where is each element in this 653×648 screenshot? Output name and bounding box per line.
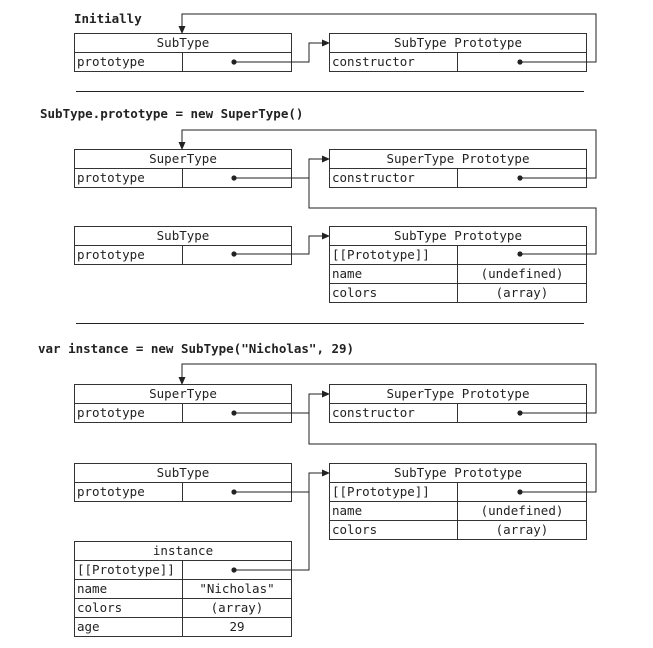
property-value: "Nicholas" (199, 581, 275, 596)
property-name: constructor (330, 53, 458, 71)
subtype-prototype-box: SubType Prototype constructor (329, 33, 587, 72)
box-title: SuperType Prototype (386, 151, 530, 166)
property-name: constructor (330, 169, 458, 187)
box-title: SubType (156, 35, 210, 50)
property-name: colors (330, 284, 458, 302)
subtype-function-box: SubType prototype (74, 463, 292, 502)
property-value (183, 246, 291, 264)
box-title: SuperType (149, 386, 217, 401)
property-name: prototype (75, 246, 183, 264)
instance-object-box: instance [[Prototype]] name "Nicholas" c… (74, 541, 292, 637)
box-title: SubType Prototype (394, 465, 522, 480)
property-name: prototype (75, 404, 183, 422)
property-value (183, 561, 291, 579)
property-value (183, 53, 291, 71)
box-title: SuperType Prototype (386, 386, 530, 401)
section-heading-inheritance: SubType.prototype = new SuperType() (40, 106, 304, 121)
property-value (458, 483, 586, 501)
property-name: [[Prototype]] (330, 483, 458, 501)
property-value: (array) (495, 285, 549, 300)
box-title: SubType (156, 465, 210, 480)
supertype-function-box: SuperType prototype (74, 384, 292, 423)
property-value (458, 169, 586, 187)
property-name: prototype (75, 483, 183, 501)
property-name: name (75, 580, 183, 598)
property-value (458, 53, 586, 71)
property-name: constructor (330, 404, 458, 422)
supertype-prototype-box: SuperType Prototype constructor (329, 149, 587, 188)
property-name: colors (75, 599, 183, 617)
property-name: age (75, 618, 183, 636)
property-value (458, 246, 586, 264)
section-heading-initially: Initially (74, 11, 142, 26)
subtype-prototype-box: SubType Prototype [[Prototype]] name (un… (329, 226, 587, 303)
property-name: [[Prototype]] (330, 246, 458, 264)
property-value: (array) (495, 522, 549, 537)
property-value (183, 404, 291, 422)
section-divider (76, 323, 584, 324)
box-title: SuperType (149, 151, 217, 166)
section-heading-instance: var instance = new SubType("Nicholas", 2… (38, 341, 355, 356)
property-name: name (330, 502, 458, 520)
box-title: SubType (156, 228, 210, 243)
property-name: prototype (75, 169, 183, 187)
property-value (458, 404, 586, 422)
property-value (183, 483, 291, 501)
property-value (183, 169, 291, 187)
box-title: SubType Prototype (394, 35, 522, 50)
supertype-function-box: SuperType prototype (74, 149, 292, 188)
property-name: prototype (75, 53, 183, 71)
supertype-prototype-box: SuperType Prototype constructor (329, 384, 587, 423)
box-title: SubType Prototype (394, 228, 522, 243)
subtype-function-box: SubType prototype (74, 226, 292, 265)
box-title: instance (152, 543, 214, 558)
section-divider (76, 91, 584, 92)
property-name: name (330, 265, 458, 283)
property-value: 29 (229, 619, 245, 634)
property-value: (undefined) (480, 503, 564, 518)
property-name: [[Prototype]] (75, 561, 183, 579)
subtype-prototype-box: SubType Prototype [[Prototype]] name (un… (329, 463, 587, 540)
property-value: (undefined) (480, 266, 564, 281)
subtype-function-box: SubType prototype (74, 33, 292, 72)
property-value: (array) (210, 600, 264, 615)
property-name: colors (330, 521, 458, 539)
